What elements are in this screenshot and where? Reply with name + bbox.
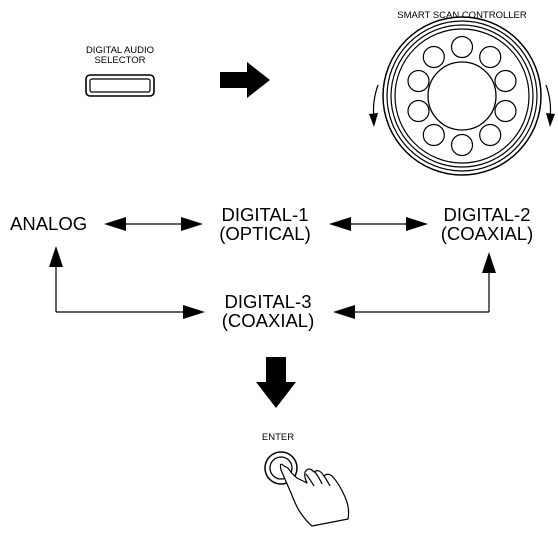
digital2-input-label: DIGITAL-2 (COAXIAL) (422, 204, 552, 244)
digital3-type: (COAXIAL) (221, 309, 315, 331)
down-arrow-icon (256, 357, 296, 408)
selector-label-line2: SELECTOR (94, 54, 146, 66)
analog-digital1-double-arrow (104, 217, 203, 231)
right-arrow-icon (220, 62, 270, 98)
selector-label: DIGITAL AUDIO SELECTOR (72, 46, 168, 65)
controller-label: SMART SCAN CONTROLLER (397, 10, 527, 21)
digital3-input-label: DIGITAL-3 (COAXIAL) (203, 291, 333, 331)
digital1-type: (OPTICAL) (219, 222, 311, 244)
digital1-input-label: DIGITAL-1 (OPTICAL) (200, 204, 330, 244)
digital-audio-selector-button[interactable] (85, 74, 155, 97)
digital2-digital3-connector (333, 252, 496, 319)
smart-scan-controller-dial[interactable] (382, 16, 542, 176)
digital2-name: DIGITAL-2 (443, 204, 531, 225)
digital2-type: (COAXIAL) (440, 222, 534, 244)
rotate-clockwise-icon (545, 84, 555, 127)
analog-digital3-connector (49, 246, 205, 319)
selector-label-line1: DIGITAL AUDIO (85, 45, 155, 56)
digital3-name: DIGITAL-3 (224, 291, 312, 312)
pressing-hand-icon (279, 463, 350, 527)
enter-label: ENTER (261, 432, 295, 443)
digital1-name: DIGITAL-1 (221, 204, 309, 225)
digital1-digital2-double-arrow (329, 217, 428, 231)
analog-input-label: ANALOG (10, 213, 88, 234)
rotate-counterclockwise-icon (369, 84, 379, 127)
